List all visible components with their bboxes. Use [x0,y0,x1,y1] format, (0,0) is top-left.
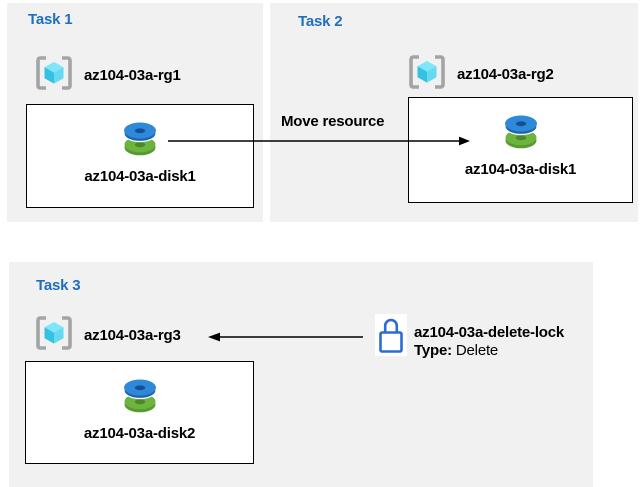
panel-task-3: Task 3 az104-03a-rg3 [9,262,593,487]
task-1-title: Task 1 [28,11,73,28]
task-3-resource-box: az104-03a-disk2 [25,361,254,464]
resource-group-icon [34,55,74,96]
task-2-resource-group: az104-03a-rg2 [407,54,554,95]
disk-name: az104-03a-disk1 [84,168,196,185]
task-2-title: Task 2 [298,13,343,30]
resource-group-icon [407,54,447,95]
panel-task-2: Task 2 az104-03a-rg2 [270,3,638,222]
lock-type-label: Type: [414,342,452,359]
disk-icon [119,118,161,163]
resource-group-name: az104-03a-rg2 [457,66,554,83]
task-1-resource-box: az104-03a-disk1 [26,104,254,208]
resource-group-name: az104-03a-rg1 [84,67,181,84]
task-1-resource-group: az104-03a-rg1 [34,55,181,96]
task-3-title: Task 3 [36,277,81,294]
resource-group-name: az104-03a-rg3 [84,327,181,344]
task-2-resource-box: az104-03a-disk1 [408,97,633,203]
lock-type-line: Type:Delete [414,342,564,360]
disk-name: az104-03a-disk1 [464,161,577,178]
resource-group-icon [34,315,74,356]
disk-icon [119,375,161,420]
panel-task-1: Task 1 az104-03a-rg1 [7,3,263,222]
move-resource-label: Move resource [281,113,385,130]
lock-icon [375,314,407,356]
lock-name: az104-03a-delete-lock [414,324,565,341]
disk-name: az104-03a-disk2 [83,425,196,442]
lock-annotation: az104-03a-delete-lock Type:Delete [414,324,564,360]
lock-type-value: Delete [455,342,499,359]
task-3-resource-group: az104-03a-rg3 [34,315,181,356]
disk-icon [500,111,542,156]
